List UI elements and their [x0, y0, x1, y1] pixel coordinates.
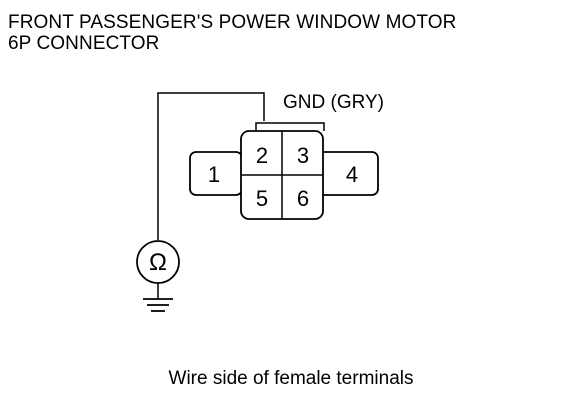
title-line-1: FRONT PASSENGER'S POWER WINDOW MOTOR — [8, 12, 457, 33]
title-line-2: 6P CONNECTOR — [8, 33, 160, 54]
terminal-1: 1 — [208, 162, 220, 187]
gnd-label: GND (GRY) — [283, 92, 384, 113]
diagram-caption: Wire side of female terminals — [168, 368, 414, 389]
ohmmeter-icon: Ω — [136, 240, 180, 284]
terminal-4: 4 — [346, 162, 358, 187]
test-lead-wire — [157, 92, 265, 240]
ohm-symbol: Ω — [149, 249, 167, 276]
connector-lock-tab — [255, 122, 325, 131]
ground-symbol-icon — [143, 298, 173, 312]
diagram-title: FRONT PASSENGER'S POWER WINDOW MOTOR 6P … — [8, 12, 456, 54]
terminal-3: 3 — [297, 143, 309, 168]
terminal-5: 5 — [256, 186, 268, 211]
terminal-6: 6 — [297, 186, 309, 211]
terminal-2: 2 — [256, 143, 268, 168]
